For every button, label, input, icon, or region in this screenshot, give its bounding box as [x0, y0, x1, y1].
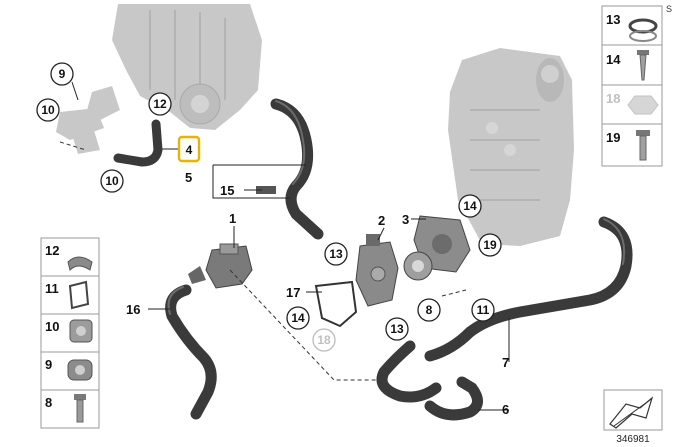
callout-10-bottom[interactable]: 10	[100, 169, 124, 193]
hose-16	[165, 284, 217, 420]
callout-14-left[interactable]: 14	[286, 306, 310, 330]
label-3: 3	[402, 212, 409, 227]
screw-14-icon	[637, 50, 649, 81]
label-4: 4	[186, 143, 193, 157]
legend-left-10: 10	[45, 319, 59, 334]
legend-left-8: 8	[45, 395, 52, 410]
label-7: 7	[502, 355, 509, 370]
hose-4	[113, 119, 163, 167]
legend-right-14: 14	[606, 52, 621, 67]
svg-text:9: 9	[59, 67, 66, 81]
holder-17	[314, 280, 358, 328]
leader-lines	[59, 81, 510, 411]
connector-10-icon	[69, 319, 93, 343]
callout-11[interactable]: 11	[471, 298, 495, 322]
bolt-8-icon	[74, 394, 86, 423]
label-2: 2	[378, 213, 385, 228]
corner-mark: S	[666, 4, 672, 14]
legend-left-12: 12	[45, 243, 59, 258]
legend-right-18: 18	[606, 91, 620, 106]
callout-9[interactable]: 9	[50, 62, 74, 86]
label-5: 5	[185, 170, 192, 185]
svg-text:19: 19	[483, 238, 497, 252]
seal-8	[403, 251, 433, 281]
nut-18-icon	[627, 95, 659, 115]
clamp-12-icon	[67, 256, 93, 271]
label-1: 1	[229, 211, 236, 226]
callout-8[interactable]: 8	[417, 298, 441, 322]
legend-left: 12 11 10 9 8	[40, 237, 100, 429]
label-6: 6	[502, 402, 509, 417]
connector-9-icon	[67, 359, 93, 381]
label-15: 15	[220, 183, 234, 198]
legend-right-13: 13	[606, 12, 620, 27]
callout-13-upper[interactable]: 13	[324, 242, 348, 266]
sensor-15	[256, 186, 276, 194]
pump-1	[188, 243, 253, 289]
callout-14-right[interactable]: 14	[458, 194, 482, 218]
hose-7	[424, 216, 633, 362]
legend-left-9: 9	[45, 357, 52, 372]
label-17: 17	[286, 285, 300, 300]
svg-text:14: 14	[291, 311, 305, 325]
label-16: 16	[126, 302, 140, 317]
svg-text:18: 18	[317, 333, 331, 347]
callout-19[interactable]: 19	[478, 233, 502, 257]
svg-text:8: 8	[426, 303, 433, 317]
legend-right-19: 19	[606, 130, 620, 145]
bolt-19-icon	[636, 130, 650, 161]
diagram-id: 346981	[616, 434, 650, 445]
hose-upper-5	[270, 98, 324, 240]
legend-left-11: 11	[45, 281, 59, 296]
svg-text:13: 13	[329, 247, 343, 261]
valve-2	[355, 234, 399, 307]
callout-10-top[interactable]: 10	[36, 98, 60, 122]
housing-ghost	[448, 48, 574, 246]
diagram-id-box: 346981	[603, 389, 663, 445]
svg-text:14: 14	[463, 199, 477, 213]
oring-13-icon	[628, 18, 658, 42]
arrow-icon	[609, 396, 654, 429]
egr-cooler-ghost	[56, 4, 262, 154]
svg-text:10: 10	[105, 174, 119, 188]
callout-18-faded[interactable]: 18	[312, 328, 336, 352]
callout-13-lower[interactable]: 13	[385, 317, 409, 341]
svg-text:11: 11	[477, 303, 490, 317]
callout-12[interactable]: 12	[148, 92, 172, 116]
clip-11-icon	[68, 280, 90, 310]
hose-6	[376, 340, 483, 421]
svg-text:12: 12	[153, 97, 167, 111]
highlight-label-4[interactable]: 4	[177, 135, 201, 163]
svg-text:10: 10	[41, 103, 55, 117]
svg-text:13: 13	[390, 322, 404, 336]
legend-right: 13 14 18 19	[601, 5, 663, 167]
